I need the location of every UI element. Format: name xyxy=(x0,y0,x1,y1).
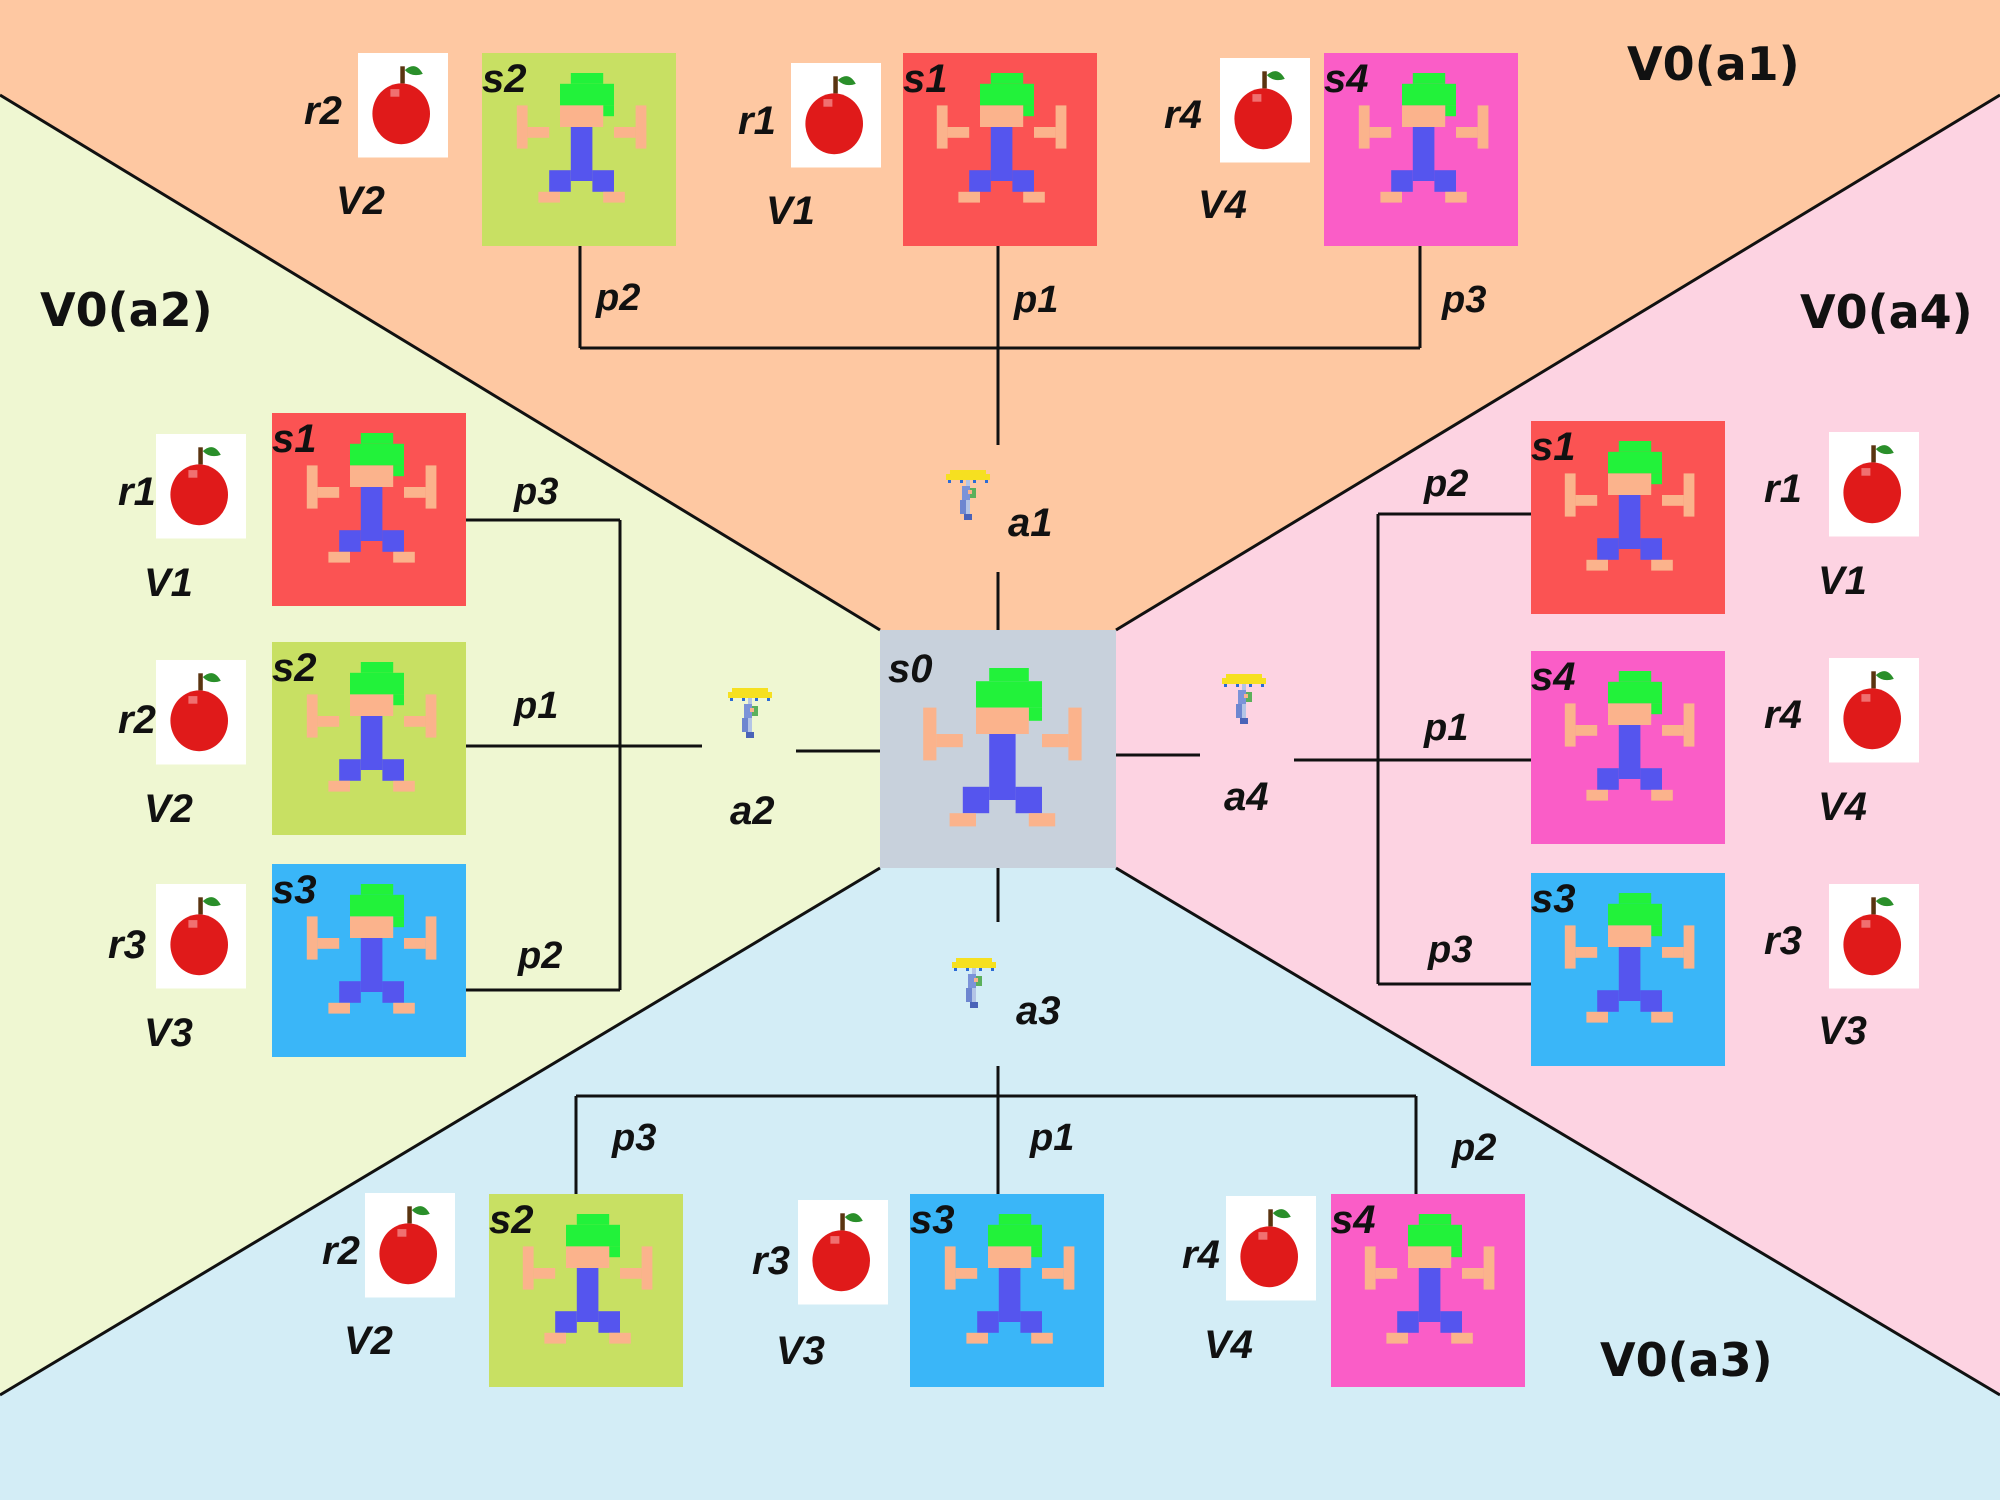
value-label: V3 xyxy=(144,1011,193,1055)
center-state-s0: s0 xyxy=(880,630,1116,868)
value-label: V4 xyxy=(1204,1323,1253,1367)
prob-label: p3 xyxy=(1427,929,1472,971)
branch-bottom-2: s4 r4 V4 p2 xyxy=(1182,1127,1525,1387)
state-label: s1 xyxy=(903,57,948,101)
state-label: s4 xyxy=(1324,57,1369,101)
branch-right-2: s3 r3 V3 p3 xyxy=(1427,873,1919,1066)
branch-right-1: s4 r4 V4 p1 xyxy=(1423,651,1919,844)
value-label: V1 xyxy=(766,189,815,233)
action-label: a2 xyxy=(730,789,775,833)
branch-right-0: s1 r1 V1 p2 xyxy=(1423,421,1919,614)
apple-icon xyxy=(358,53,448,158)
prob-label: p2 xyxy=(1451,1127,1496,1169)
region-border-top-left xyxy=(0,93,881,632)
prob-label: p1 xyxy=(1423,707,1468,749)
prob-label: p2 xyxy=(517,935,562,977)
region-title-left: V0(a2) xyxy=(40,283,213,337)
state-label: s2 xyxy=(482,57,527,101)
apple-icon xyxy=(1829,658,1919,763)
value-label: V3 xyxy=(776,1329,825,1373)
reward-label: r3 xyxy=(1764,919,1802,963)
apple-icon xyxy=(798,1200,888,1305)
reward-label: r1 xyxy=(1764,467,1802,511)
value-label: V4 xyxy=(1818,785,1867,829)
reward-label: r1 xyxy=(738,99,776,143)
value-label: V3 xyxy=(1818,1009,1867,1053)
region-border-top-right xyxy=(1115,93,2000,632)
branch-top-1: s1 r1 V1 p1 xyxy=(738,53,1097,321)
apple-icon xyxy=(156,434,246,539)
region-title-top: V0(a1) xyxy=(1627,37,1800,91)
prob-label: p3 xyxy=(1441,279,1486,321)
action-label: a3 xyxy=(1016,989,1061,1033)
prob-label: p1 xyxy=(513,685,558,727)
reward-label: r2 xyxy=(322,1229,360,1273)
reward-label: r1 xyxy=(118,470,156,514)
state-label: s1 xyxy=(1531,425,1576,469)
state-label: s3 xyxy=(1531,877,1576,921)
prob-label: p1 xyxy=(1013,279,1058,321)
reward-label: r2 xyxy=(118,698,156,742)
value-label: V2 xyxy=(336,179,385,223)
state-label: s4 xyxy=(1531,655,1576,699)
apple-icon xyxy=(156,884,246,989)
state-label: s3 xyxy=(272,868,317,912)
state-label: s0 xyxy=(888,647,933,691)
value-label: V1 xyxy=(144,561,193,605)
branch-left-1: s2 r2 V2 p1 xyxy=(118,642,558,835)
prob-label: p3 xyxy=(513,471,558,513)
state-label: s3 xyxy=(910,1198,955,1242)
action-a2: a2 xyxy=(728,688,775,833)
action-label: a4 xyxy=(1224,775,1269,819)
value-label: V2 xyxy=(144,787,193,831)
action-a1: a1 xyxy=(946,470,1053,545)
apple-icon xyxy=(1829,432,1919,537)
reward-label: r3 xyxy=(752,1239,790,1283)
region-border-bottom-left xyxy=(0,866,881,1397)
apple-icon xyxy=(1829,884,1919,989)
action-label: a1 xyxy=(1008,501,1053,545)
apple-icon xyxy=(1220,58,1310,163)
prob-label: p1 xyxy=(1029,1117,1074,1159)
reward-label: r4 xyxy=(1164,93,1202,137)
value-label: V1 xyxy=(1818,559,1867,603)
branch-bottom-0: s2 r2 V2 p3 xyxy=(322,1117,683,1387)
branch-top-2: s4 r4 V4 p3 xyxy=(1164,53,1518,321)
reward-label: r2 xyxy=(304,89,342,133)
branch-left-2: s3 r3 V3 p2 xyxy=(108,864,562,1057)
state-label: s2 xyxy=(272,646,317,690)
action-a3: a3 xyxy=(952,958,1061,1033)
apple-icon xyxy=(791,63,881,168)
reward-label: r4 xyxy=(1182,1233,1220,1277)
prob-label: p3 xyxy=(611,1117,656,1159)
state-label: s1 xyxy=(272,417,317,461)
branch-left-0: s1 r1 V1 p3 xyxy=(118,413,558,606)
state-label: s4 xyxy=(1331,1198,1376,1242)
apple-icon xyxy=(156,660,246,765)
apple-icon xyxy=(365,1193,455,1298)
reward-label: r3 xyxy=(108,923,146,967)
region-title-right: V0(a4) xyxy=(1800,285,1973,339)
branch-bottom-1: s3 r3 V3 p1 xyxy=(752,1117,1104,1387)
action-a4: a4 xyxy=(1222,674,1269,819)
state-label: s2 xyxy=(489,1198,534,1242)
region-border-bottom-right xyxy=(1115,866,2000,1397)
reward-label: r4 xyxy=(1764,693,1802,737)
prob-label: p2 xyxy=(595,277,640,319)
value-label: V2 xyxy=(344,1319,393,1363)
branch-top-0: s2 r2 V2 p2 xyxy=(304,53,676,319)
value-label: V4 xyxy=(1198,183,1247,227)
apple-icon xyxy=(1226,1196,1316,1301)
prob-label: p2 xyxy=(1423,463,1468,505)
region-title-bottom: V0(a3) xyxy=(1600,1333,1773,1387)
